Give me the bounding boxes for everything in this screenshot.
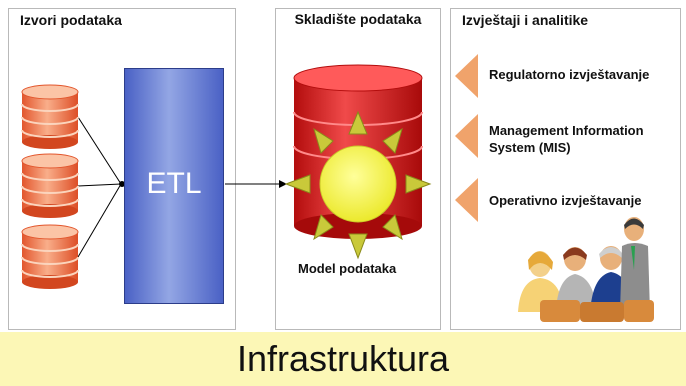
source-database-icon xyxy=(21,224,79,289)
data-warehouse-title: Skladište podataka xyxy=(294,11,422,27)
source-database-icon xyxy=(21,153,79,218)
audience-illustration xyxy=(518,217,654,322)
report-regulatory-label: Regulatorno izvještavanje xyxy=(489,67,650,82)
infrastructure-label: Infrastruktura xyxy=(236,338,450,379)
report-mis-label: Management Information System (MIS) xyxy=(489,123,644,155)
sun-rays xyxy=(284,110,432,260)
etl-process-box xyxy=(124,68,224,304)
data-model-label: Model podataka xyxy=(298,261,397,276)
source-connector-lines xyxy=(77,116,122,258)
report-pointer-icon xyxy=(455,178,478,222)
data-sources-title: Izvori podataka xyxy=(20,12,122,28)
etl-label: ETL xyxy=(146,167,202,200)
report-operational-label: Operativno izvještavanje xyxy=(489,193,642,208)
reports-title: Izvještaji i analitike xyxy=(462,12,589,28)
report-pointer-icon xyxy=(455,54,478,98)
report-pointer-icon xyxy=(455,114,478,158)
sun-icon xyxy=(319,145,397,223)
infrastructure-bar xyxy=(0,332,686,386)
etl-junction-dot xyxy=(119,181,125,187)
source-database-icon xyxy=(21,84,79,149)
